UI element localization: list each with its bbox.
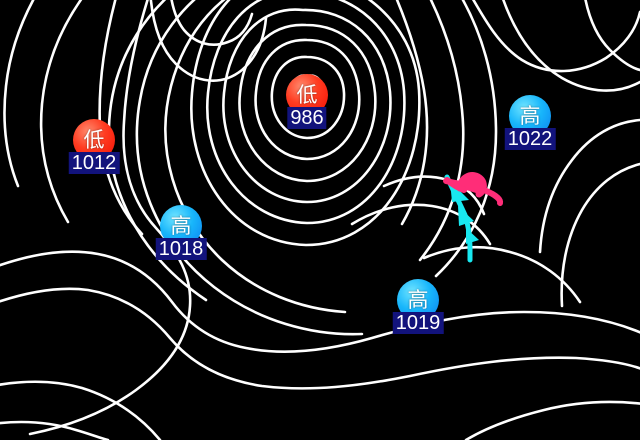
- isobar-outer-1: [164, 0, 347, 314]
- pressure-value-label: 1012: [68, 152, 120, 174]
- isobar-ring-6: [205, 0, 406, 225]
- isobar-ring-4: [238, 23, 377, 183]
- isobar-high-5: [560, 162, 640, 308]
- isobar-high-2: [502, 0, 640, 92]
- isobar-ring-2: [270, 55, 346, 140]
- isobar-right-2: [418, 0, 465, 262]
- isobar-front-2: [350, 203, 492, 246]
- isobar-ring-5: [222, 8, 392, 204]
- isobar-ring-3: [254, 38, 361, 161]
- isobar-topleft-2: [3, 0, 35, 188]
- isobar-lower-2: [0, 420, 110, 440]
- pressure-value-label: 1018: [155, 238, 207, 260]
- isobar-lower-3: [464, 400, 640, 440]
- isobar-topleft-1: [39, 0, 83, 224]
- isobar-right-1: [395, 0, 429, 226]
- warm-front: [443, 172, 504, 206]
- isobar-ridge-1: [0, 250, 640, 353]
- isobar-high-1: [471, 0, 640, 73]
- warm-front-tail: [444, 177, 467, 193]
- isobar-ucurve-2: [149, 0, 268, 82]
- isobar-ucurve-1: [170, 0, 254, 46]
- pressure-value-label: 1019: [392, 312, 444, 334]
- isobar-ridge-2: [0, 287, 640, 390]
- isobar-outer-2: [135, 0, 364, 336]
- pressure-value-label: 986: [287, 107, 327, 129]
- isobar-s-1: [28, 0, 192, 436]
- pressure-value-label: 1022: [504, 128, 556, 150]
- cold-front-barb: [466, 228, 479, 244]
- isobar-front-3: [422, 245, 582, 304]
- isobar-lower-1: [0, 380, 162, 440]
- cold-front-barb: [458, 206, 474, 226]
- isobar-high-3: [584, 0, 640, 72]
- isobar-high-4: [538, 118, 640, 254]
